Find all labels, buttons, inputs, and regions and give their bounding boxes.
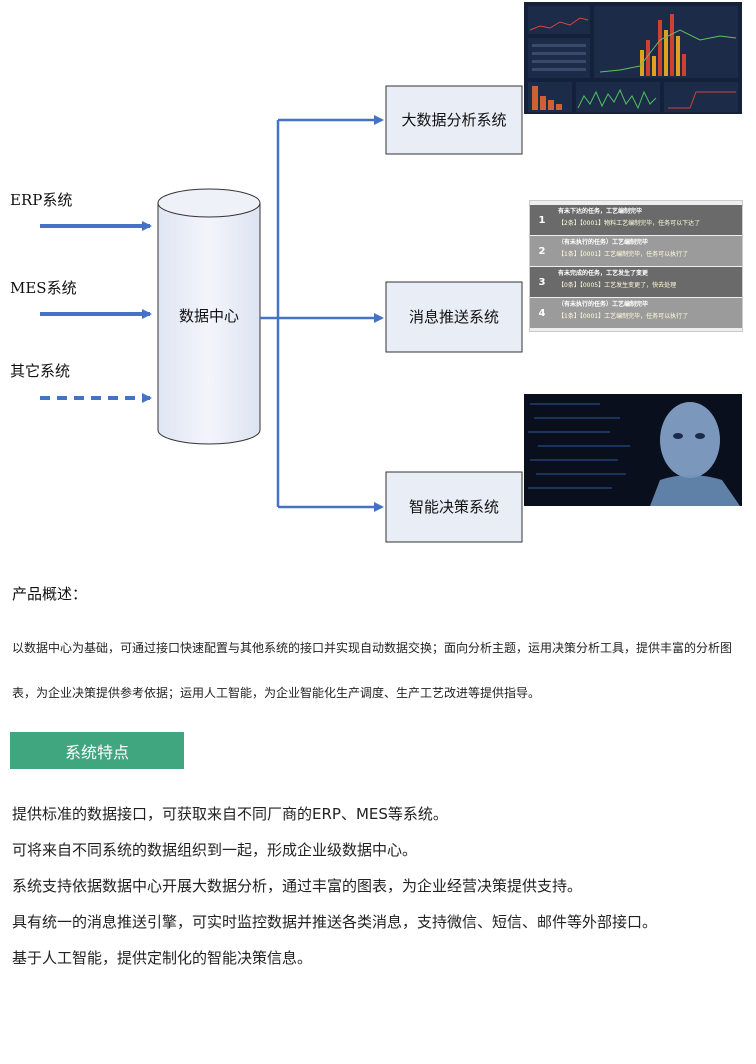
overview-text: 以数据中心为基础，可通过接口快速配置与其他系统的接口并实现自动数据交换；面向分析… [12,641,733,700]
message-panel-thumbnail: 1 有未下达的任务，工艺编制完毕 【2条】【0001】物料工艺编制完毕，任务可以… [529,200,743,332]
message-number: 4 [538,307,546,319]
features-tag: 系统特点 [10,732,184,769]
analysis-system-label: 大数据分析系统 [401,111,506,129]
message-detail: 【2条】【0001】物料工艺编制完毕，任务可以下达了 [558,220,701,227]
ai-face-thumbnail [524,394,742,506]
message-number: 1 [538,214,546,226]
source-erp-label: ERP系统 [10,191,72,209]
message-title: （有未执行的任务）工艺编制完毕 [558,239,649,246]
message-item: 1 有未下达的任务，工艺编制完毕 【2条】【0001】物料工艺编制完毕，任务可以… [530,205,742,235]
source-other-label: 其它系统 [10,362,70,380]
feature-item: 可将来自不同系统的数据组织到一起，形成企业级数据中心。 [12,841,418,859]
message-system-box [385,281,523,353]
feature-item: 提供标准的数据接口，可获取来自不同厂商的ERP、MES等系统。 [12,805,448,823]
data-center-cylinder [157,188,261,445]
decision-system-label: 智能决策系统 [409,498,499,516]
message-detail: 【0条】【0005】工艺发生变更了，快去处理 [558,282,677,289]
message-number: 3 [538,276,546,288]
overview-title: 产品概述： [12,585,88,603]
message-item: 4 （有未执行的任务）工艺编制完毕 【1条】【0001】工艺编制完毕，任务可以执… [530,298,742,328]
architecture-diagram: ERP系统 MES系统 其它系统 数据中心 大数据分析系统 消息推送系统 智能决… [10,2,742,543]
message-system-label: 消息推送系统 [409,308,499,326]
feature-item: 基于人工智能，提供定制化的智能决策信息。 [12,949,313,967]
message-item: 3 有未完成的任务，工艺发生了变更 【0条】【0005】工艺发生变更了，快去处理 [530,267,742,297]
feature-item: 具有统一的消息推送引擎，可实时监控数据并推送各类消息，支持微信、短信、邮件等外部… [12,913,658,931]
message-title: 有未下达的任务，工艺编制完毕 [558,208,643,215]
analysis-system-box [385,85,523,155]
decision-system-box [385,471,523,543]
source-mes-label: MES系统 [10,279,77,297]
message-title: 有未完成的任务，工艺发生了变更 [558,270,649,277]
features-list: 提供标准的数据接口，可获取来自不同厂商的ERP、MES等系统。 可将来自不同系统… [12,802,752,982]
message-number: 2 [538,245,546,257]
data-center-label: 数据中心 [179,307,239,325]
message-detail: 【1条】【0001】工艺编制完毕，任务可以执行了 [558,313,689,320]
feature-item: 系统支持依据数据中心开展大数据分析，通过丰富的图表，为企业经营决策提供支持。 [12,877,583,895]
message-item: 2 （有未执行的任务）工艺编制完毕 【1条】【0001】工艺编制完毕，任务可以执… [530,236,742,266]
message-title: （有未执行的任务）工艺编制完毕 [558,301,649,308]
message-detail: 【1条】【0001】工艺编制完毕，任务可以执行了 [558,251,689,258]
dashboard-thumbnail [524,2,742,114]
